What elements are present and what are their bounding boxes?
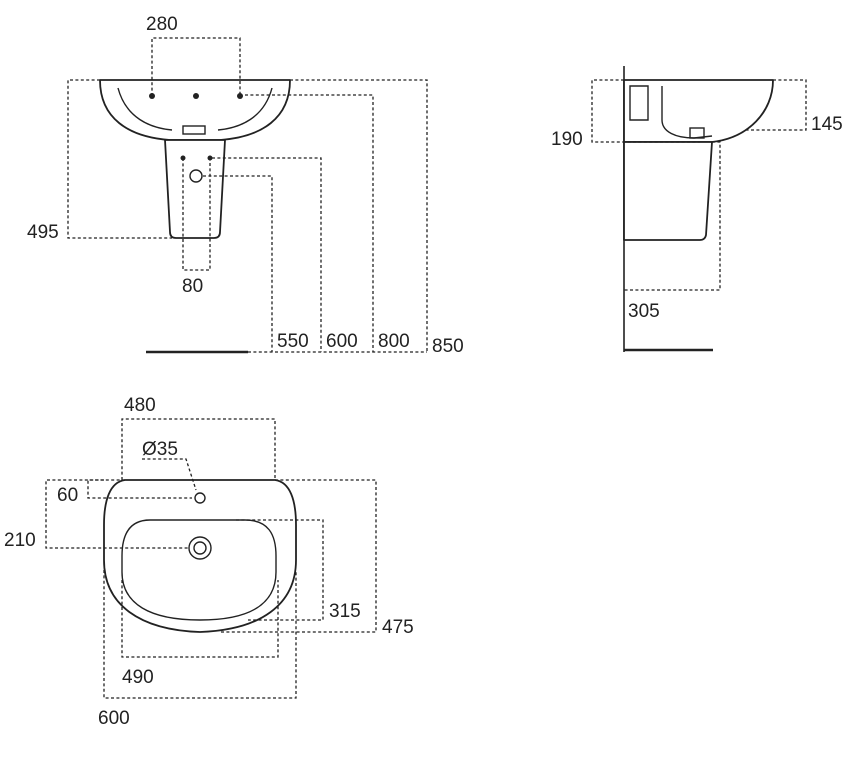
- front-pedestal-outline: [164, 139, 226, 239]
- label-475: 475: [382, 617, 414, 638]
- front-waste-outlet: [189, 169, 203, 183]
- label-210: 210: [4, 530, 36, 551]
- label-280: 280: [146, 14, 178, 35]
- label-diameter-35: Ø35: [142, 439, 178, 460]
- label-550: 550: [277, 331, 309, 352]
- side-pedestal-outline: [623, 141, 713, 241]
- label-600: 600: [326, 331, 358, 352]
- dim-line-80: [182, 158, 211, 271]
- plan-waste-outer: [188, 536, 212, 560]
- front-basin-inner-line-right: [217, 87, 273, 131]
- side-tap-profile: [629, 85, 649, 121]
- dim-line-850: [290, 79, 428, 352]
- dim-line-600-plan: [103, 570, 297, 699]
- plan-tap-hole: [194, 492, 206, 504]
- dim-line-495: [67, 79, 172, 239]
- dim-line-800: [245, 94, 374, 352]
- dim-line-480: [121, 418, 276, 480]
- side-basin-outline: [623, 79, 774, 143]
- dim-line-490: [121, 580, 279, 658]
- label-305: 305: [628, 301, 660, 322]
- label-800: 800: [378, 331, 410, 352]
- label-600-plan: 600: [98, 708, 130, 729]
- front-tap-hole-center: [193, 93, 199, 99]
- plan-basin-outer-outline: [103, 479, 297, 633]
- dim-line-600: [212, 157, 322, 352]
- front-basin-inner-line: [117, 87, 173, 131]
- front-tap-hole-right: [237, 93, 243, 99]
- plan-view: 480 Ø35 60 210 315 475 490 600: [4, 395, 414, 729]
- dim-line-145: [745, 79, 807, 131]
- label-145: 145: [811, 114, 843, 135]
- dim-line-550: [203, 175, 273, 352]
- plan-waste-inner: [193, 541, 207, 555]
- side-elevation: 190 145 305: [551, 66, 843, 352]
- plan-bowl-outline: [121, 519, 277, 621]
- dim-line-305: [624, 141, 721, 291]
- label-850: 850: [432, 336, 464, 357]
- dim-line-210: [45, 479, 188, 549]
- front-overflow-slot: [182, 125, 206, 135]
- front-elevation: 280 495 80 550 600 800 850: [27, 14, 464, 357]
- label-495: 495: [27, 222, 59, 243]
- label-190: 190: [551, 129, 583, 150]
- dim-line-diameter: [142, 458, 197, 491]
- side-overflow: [689, 127, 705, 139]
- label-60: 60: [57, 485, 78, 506]
- label-480: 480: [124, 395, 156, 416]
- label-490: 490: [122, 667, 154, 688]
- dim-line-475: [220, 479, 377, 633]
- dim-line-315: [236, 519, 324, 621]
- dim-line-280: [151, 37, 241, 96]
- label-315: 315: [329, 601, 361, 622]
- dim-line-60: [87, 479, 192, 499]
- label-80: 80: [182, 276, 203, 297]
- dim-line-190: [591, 79, 700, 143]
